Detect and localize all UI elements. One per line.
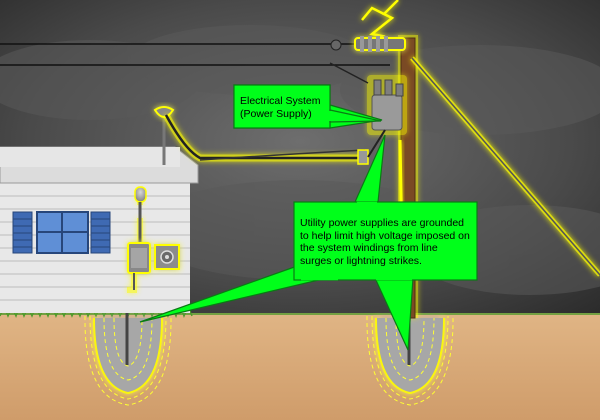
- electric-meter-icon: [127, 242, 151, 274]
- house-window: [12, 211, 111, 254]
- electrical-system-title: Electrical System: [240, 95, 321, 107]
- meter-assembly: [127, 186, 180, 293]
- house-ground-rod-icon: [84, 290, 172, 406]
- electrical-system-subtitle: (Power Supply): [240, 107, 312, 120]
- pole-insulator-icon: [330, 36, 406, 52]
- breaker-panel-icon: [154, 244, 180, 270]
- callout-electrical-system: [233, 84, 383, 129]
- callout-grounding-note: [139, 134, 478, 351]
- grounding-note-text: Utility power supplies are grounded to h…: [300, 217, 470, 267]
- electrical-system-label: Electrical System (Power Supply): [240, 95, 330, 120]
- house: [0, 146, 199, 313]
- overhead-power-lines: [0, 43, 410, 66]
- pole-ground-rod-icon: [366, 300, 454, 406]
- service-drop: [162, 113, 386, 165]
